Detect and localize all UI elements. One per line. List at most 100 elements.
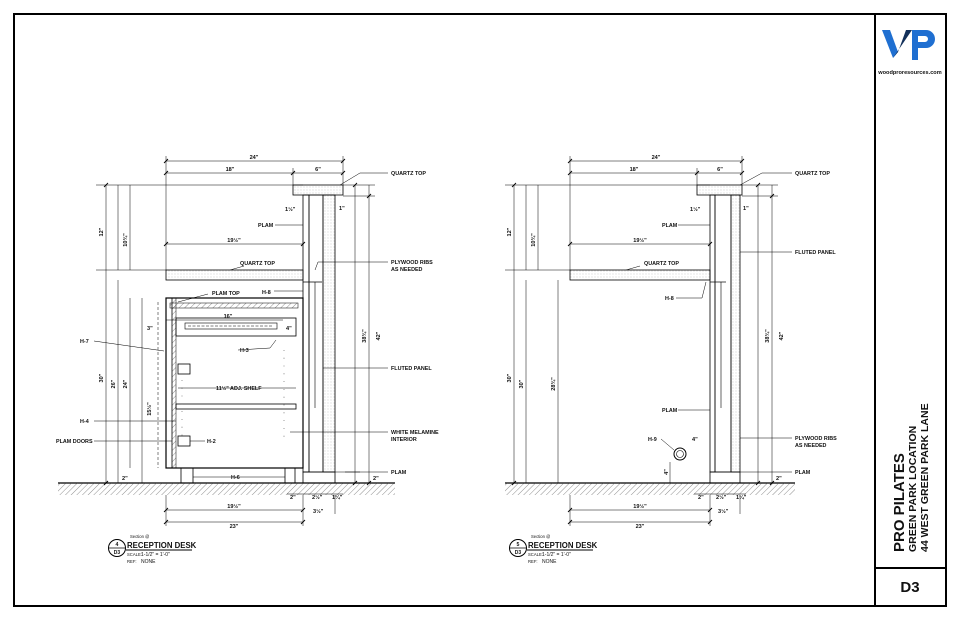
dim-12-5: 12" [507,227,513,236]
section-5-title: RECEPTION DESK [528,541,598,550]
label-h8-5: H-8 [665,296,674,302]
base-cabinet [165,297,304,469]
label-quartz-top: QUARTZ TOP [391,171,426,177]
dim-2-right: 2" [373,476,379,482]
fluted-panel-shape-5 [730,194,741,473]
section-5-ref-label: REF: [528,559,538,564]
dim-4-5: 4" [692,437,698,443]
dim-2-half: 2½" [312,494,323,501]
dim-18: 18" [226,167,235,173]
dim-24-vert: 24" [123,379,129,388]
label-plam-bottom-5: PLAM [795,470,811,476]
label-adj-shelf: 11½" ADJ. SHELF [216,385,262,392]
dim-23: 23" [230,524,239,530]
keyboard-drawer [175,317,297,337]
section-5-sheet: D3 [515,550,522,556]
dim-15-half: 15½" [146,402,153,416]
label-plywood-ribs-5b: AS NEEDED [795,443,827,449]
dim-10-3q-5: 10¾" [530,233,537,247]
sheet-number: D3 [900,579,919,596]
dim-2: 2" [290,495,296,501]
label-plam-top: PLAM TOP [212,291,240,297]
label-plam-mid-5: PLAM [662,408,678,414]
label-plywood-ribs-2: AS NEEDED [391,267,423,273]
dim-38-3q: 38¾" [361,329,368,343]
dim-2-right-5: 2" [776,476,782,482]
dim-30-5: 30" [507,373,513,382]
label-quartz-top-lower: QUARTZ TOP [240,261,275,267]
project-location: GREEN PARK LOCATION [907,426,919,552]
label-quartz-top-5: QUARTZ TOP [795,171,830,177]
label-plywood-ribs: PLYWOOD RIBS [391,260,433,266]
dim-28-3q-5: 28¾" [550,377,557,391]
label-plywood-ribs-5: PLYWOOD RIBS [795,436,837,442]
dim-16: 16" [224,314,233,320]
dim-4-vert-5: 4" [664,469,670,475]
dim-19-half-5: 19½" [633,237,647,244]
dim-24: 24" [250,155,259,161]
company-logo [882,30,935,60]
project-name: PRO PILATES [891,453,908,552]
dim-38-3q-5: 38¾" [764,329,771,343]
section-5-scale-label: SCALE: [528,552,543,557]
dim-1-quarter: 1¼" [332,494,343,501]
dim-19-half-bottom: 19½" [227,503,241,510]
section-4-drawing: QUARTZ TOP PLAM QUARTZ TOP H-8 PLYWOOD R… [56,155,439,530]
label-plam-5: PLAM [662,223,678,229]
section-5-callout: 5 D3 Section @ RECEPTION DESK SCALE: 1-1… [509,534,598,565]
sheet-border [13,13,947,607]
dim-24-5: 24" [652,155,661,161]
label-plam: PLAM [258,223,274,229]
label-h8: H-8 [262,290,271,296]
fluted-panel-shape [322,194,336,473]
upper-quartz-top [292,184,344,196]
dim-10-3q: 10¾" [122,233,129,247]
label-fluted-panel: FLUTED PANEL [391,366,432,372]
section-4-number: 4 [116,542,119,548]
dim-42: 42" [376,331,382,340]
dim-3-half-5: 3½" [718,508,729,515]
dim-19-half: 19½" [227,237,241,244]
dim-1-half-5: 1½" [690,206,701,213]
dim-6-5: 6" [717,167,723,173]
section-4-title: RECEPTION DESK [127,541,197,550]
label-h7: H-7 [80,339,89,345]
section-5-number: 5 [517,542,520,548]
section-4-ref-label: REF: [127,559,137,564]
label-plam-bottom: PLAM [391,470,407,476]
dim-1-quarter-5: 1¼" [736,494,747,501]
dim-23-5: 23" [636,524,645,530]
label-h3: H-3 [240,348,249,354]
section-4-kicker: Section @ [130,534,149,539]
label-plam-doors: PLAM DOORS [56,439,93,445]
dim-19-half-bottom-5: 19½" [633,503,647,510]
section-5-drawing: QUARTZ TOP PLAM FLUTED PANEL QUARTZ TOP … [505,155,837,530]
dim-1-5: 1" [743,206,749,212]
upper-quartz-top-5 [696,184,743,196]
dim-12: 12" [99,227,105,236]
label-h4: H-4 [80,419,89,425]
dim-30: 30" [99,373,105,382]
dim-6: 6" [315,167,321,173]
lower-quartz-top [165,269,304,281]
label-fluted-panel-5: FLUTED PANEL [795,250,836,256]
section-4-ref: NONE [141,559,156,565]
label-quartz-top-lower-5: QUARTZ TOP [644,261,679,267]
dim-2-5: 2" [698,495,704,501]
company-website: woodproresources.com [877,70,941,76]
label-white-melamine: WHITE MELAMINE [391,430,439,436]
section-4-scale: 1-1/2" = 1'-0" [141,552,170,558]
project-address: 44 WEST GREEN PARK LANE [919,403,931,552]
label-white-melamine-2: INTERIOR [391,437,417,443]
dim-30b-5: 30" [519,379,525,388]
dim-2-half-5: 2½" [716,494,727,501]
label-h6: H-6 [231,475,240,481]
dim-3-half: 3½" [313,508,324,515]
dim-4: 4" [286,326,292,332]
dim-2-left: 2" [122,476,128,482]
dim-42-5: 42" [779,331,785,340]
dim-26: 26" [111,379,117,388]
label-h2: H-2 [207,439,216,445]
section-4-scale-label: SCALE: [127,552,142,557]
